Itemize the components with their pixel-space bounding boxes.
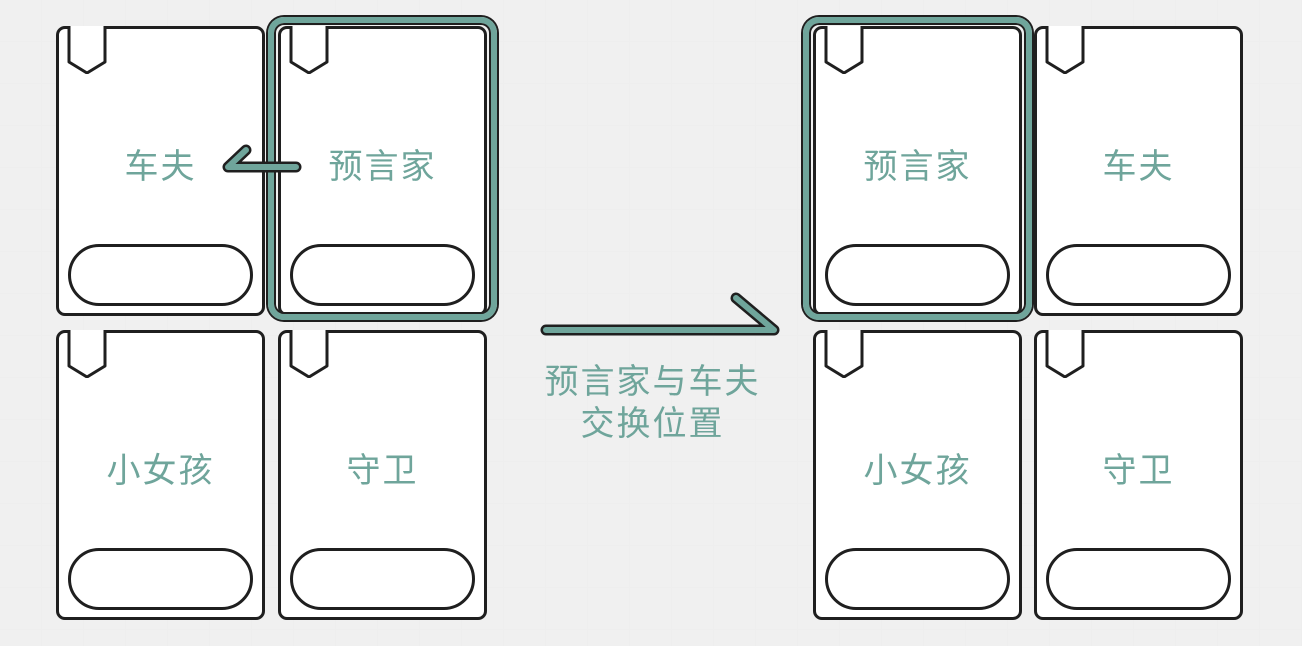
card-role-label: 小女孩 [863, 451, 972, 491]
bookmark-tag-icon [1045, 26, 1085, 74]
card-role-label: 小女孩 [106, 451, 215, 491]
swap-caption-line-2: 交换位置 [580, 404, 725, 444]
card-role-label: 预言家 [863, 147, 972, 187]
before-card-bottom-right: 守卫 [278, 330, 487, 620]
bookmark-tag-icon [289, 26, 329, 74]
card-name-slot [825, 548, 1010, 610]
after-card-bottom-left: 小女孩 [813, 330, 1022, 620]
before-card-bottom-left: 小女孩 [56, 330, 265, 620]
bookmark-tag-icon [824, 330, 864, 378]
card-name-slot [825, 244, 1010, 306]
card-name-slot [1046, 548, 1231, 610]
card-name-slot [290, 548, 475, 610]
card-role-label: 预言家 [328, 147, 437, 187]
before-card-top-left: 车夫 [56, 26, 265, 316]
bookmark-tag-icon [824, 26, 864, 74]
bookmark-tag-icon [67, 330, 107, 378]
swap-caption-line-1: 预言家与车夫 [544, 362, 761, 402]
card-name-slot [68, 244, 253, 306]
card-name-slot [290, 244, 475, 306]
after-card-top-right: 车夫 [1034, 26, 1243, 316]
selected-card-highlight [803, 17, 1032, 320]
bookmark-tag-icon [1045, 330, 1085, 378]
before-card-top-right: 预言家 [278, 26, 487, 316]
bookmark-tag-icon [67, 26, 107, 74]
card-name-slot [68, 548, 253, 610]
card-role-label: 车夫 [1102, 147, 1175, 187]
card-role-label: 车夫 [124, 147, 197, 187]
card-name-slot [1046, 244, 1231, 306]
after-card-top-left: 预言家 [813, 26, 1022, 316]
after-card-bottom-right: 守卫 [1034, 330, 1243, 620]
card-role-label: 守卫 [1102, 451, 1175, 491]
bookmark-tag-icon [289, 330, 329, 378]
card-role-label: 守卫 [346, 451, 419, 491]
selected-card-highlight [268, 17, 497, 320]
